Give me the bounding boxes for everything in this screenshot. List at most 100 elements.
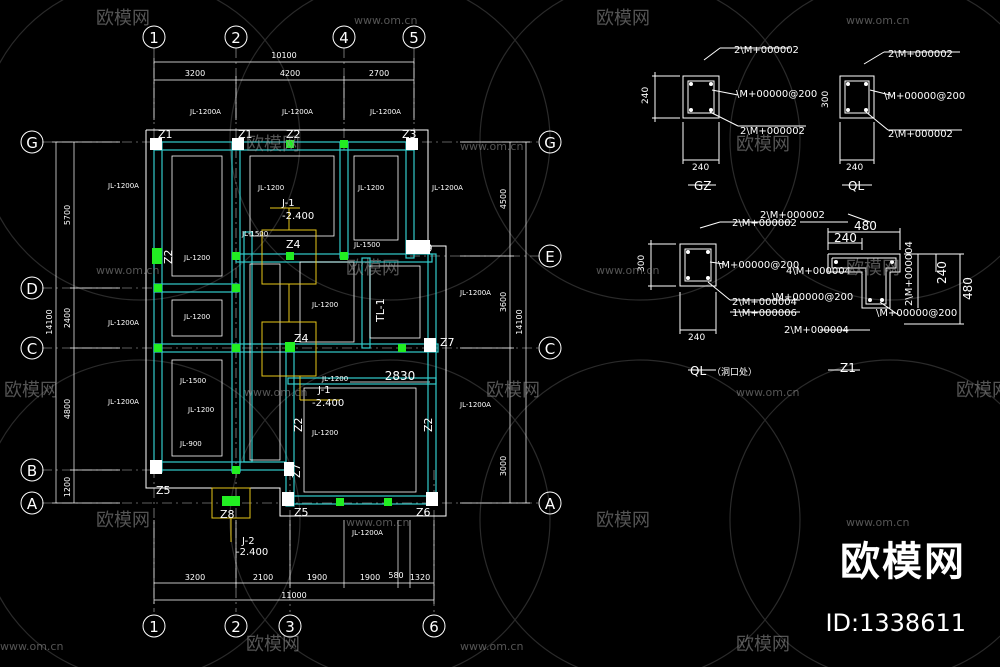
beam-label-bottom: JL-1200A (351, 529, 383, 537)
watermark-name-10: 欧模网 (96, 510, 150, 531)
dim-left-total: 14100 (45, 309, 54, 334)
foundation-beams (153, 141, 439, 507)
dim-right-2: 3000 (499, 456, 508, 476)
brand-id: ID:1338611 (825, 609, 966, 637)
bubble-top-4: 4 (339, 29, 349, 47)
watermark-site-1: www.om.cn (354, 14, 417, 27)
detail-texts: 2\M+000002 \M+00000@200 2\M+000002 240 2… (637, 45, 975, 378)
z1-w-part: 240 (834, 231, 857, 245)
z1-left-bar: 4\M+000004 (786, 266, 851, 277)
col-label-z4b: Z4 (294, 332, 309, 345)
watermark-name-12: 欧模网 (246, 634, 300, 655)
dimension-lines (52, 58, 530, 604)
beam-label-6: JL-1200A (459, 289, 491, 297)
watermark-site-5: www.om.cn (596, 264, 659, 277)
beam-label-3: JL-1200A (107, 182, 139, 190)
ql2-title: QL (690, 364, 706, 378)
beam-label-2: JL-1200A (369, 108, 401, 116)
grid-bubbles (20, 25, 562, 638)
watermark-name-6: 欧模网 (846, 258, 900, 279)
dimension-texts: 10100 3200 4200 2700 3200 2100 1900 1900… (45, 51, 524, 600)
plan-outline (145, 129, 447, 517)
ql1-stirrup: \M+00000@200 (884, 91, 965, 102)
dim-bottom-4: 580 (388, 571, 403, 580)
bubble-right-e: E (545, 248, 554, 266)
dim-interior: 2830 (385, 369, 416, 383)
bubble-left-c: C (27, 340, 37, 358)
dim-bottom-total: 11000 (281, 591, 306, 600)
detail-geometry (648, 47, 964, 371)
watermark-site-6: www.om.cn (244, 386, 307, 399)
footing-j (211, 207, 340, 542)
z1-title: Z1 (840, 361, 856, 375)
bubble-right-c: C (545, 340, 555, 358)
ql2-bottom-bar1: 2\M+000004 (732, 297, 797, 308)
dim-left-0: 5700 (63, 205, 72, 225)
ql2-note: （洞口处） (712, 366, 757, 378)
watermark-site-3: www.om.cn (460, 140, 523, 153)
beam-label-15: JL-1200 (311, 429, 338, 437)
beam-label-14: JL-1200 (321, 375, 348, 383)
bubble-bottom-3: 3 (285, 618, 295, 636)
footing-pads (171, 155, 421, 493)
col-label-z5a: Z5 (156, 484, 171, 497)
dim-bottom-1: 2100 (253, 573, 273, 582)
beam-label-3b: JL-1200A (459, 401, 491, 409)
ql1-top-bar: 2\M+000002 (888, 49, 953, 60)
footing-j1a-level: -2.400 (282, 211, 314, 222)
col-label-z7b: Z7 (290, 463, 303, 478)
bubble-bottom-2: 2 (231, 618, 241, 636)
ql2-top-bar: 2\M+000002 (732, 218, 797, 229)
gz-size-v: 240 (641, 87, 651, 104)
col-label-z9: Z9 (418, 242, 433, 255)
col-label-z3: Z3 (402, 128, 417, 141)
watermark-name-11: 欧模网 (596, 510, 650, 531)
dim-bottom-0: 3200 (185, 573, 205, 582)
footing-j2-level: -2.400 (236, 547, 268, 558)
dim-bottom-5: 1320 (410, 573, 430, 582)
col-label-z1b: Z1 (238, 128, 253, 141)
dim-left-2: 4800 (63, 399, 72, 419)
col-label-z4a: Z4 (286, 238, 301, 251)
columns-white (150, 138, 438, 506)
z1-w-total: 480 (854, 219, 877, 233)
ql1-bottom-bar: 2\M+000002 (888, 129, 953, 140)
watermark-site-11: www.om.cn (460, 640, 523, 653)
beam-label-0: JL-1200A (189, 108, 221, 116)
col-label-z2-left: Z2 (162, 249, 175, 264)
beam-label-10: JL-1200 (183, 254, 210, 262)
col-label-z8: Z8 (220, 508, 235, 521)
beam-label-17: JL-1500 (353, 241, 380, 249)
footing-labels: J-1 -2.400 J-1 -2.400 J-2 -2.400 (236, 198, 344, 558)
beam-label-7: JL-1200A (107, 398, 139, 406)
z1-right-dim2: 240 (935, 261, 949, 284)
beam-label-13: JL-1200 (311, 301, 338, 309)
ql2-size-v: 300 (637, 255, 647, 272)
brand-logo-text: 欧模网 (840, 539, 966, 585)
dim-left-1: 2400 (63, 308, 72, 328)
watermark-site-10: www.om.cn (0, 640, 63, 653)
ql1-title: QL (848, 179, 864, 193)
gz-inner: 300 (821, 91, 831, 108)
beam-label-1: JL-1200A (281, 108, 313, 116)
dim-bottom-2: 1900 (307, 573, 327, 582)
gz-stirrup: \M+00000@200 (736, 89, 817, 100)
watermark-name-3: 欧模网 (246, 134, 300, 155)
beam-label-11: JL-1200 (183, 313, 210, 321)
watermark-name-8: 欧模网 (486, 380, 540, 401)
bubble-left-b: B (27, 462, 37, 480)
bubble-top-2: 2 (231, 29, 241, 47)
beam-label-12: JL-1200 (187, 406, 214, 414)
z1-right-dim1: 480 (961, 277, 975, 300)
dim-top-0: 3200 (185, 69, 205, 78)
col-label-z6: Z6 (416, 506, 431, 519)
z1-right-bar: 2\M+000004 (904, 241, 915, 306)
grid-bubble-labels: 1 2 4 5 1 2 3 6 G D C B A G E C A (26, 29, 556, 636)
beam-label-18: JL-1500 (179, 377, 206, 385)
col-label-z7: Z7 (440, 336, 455, 349)
bubble-bottom-1: 1 (149, 618, 159, 636)
watermark-site-8: www.om.cn (346, 516, 409, 529)
dim-bottom-3: 1900 (360, 573, 380, 582)
watermark-name-5: 欧模网 (346, 258, 400, 279)
